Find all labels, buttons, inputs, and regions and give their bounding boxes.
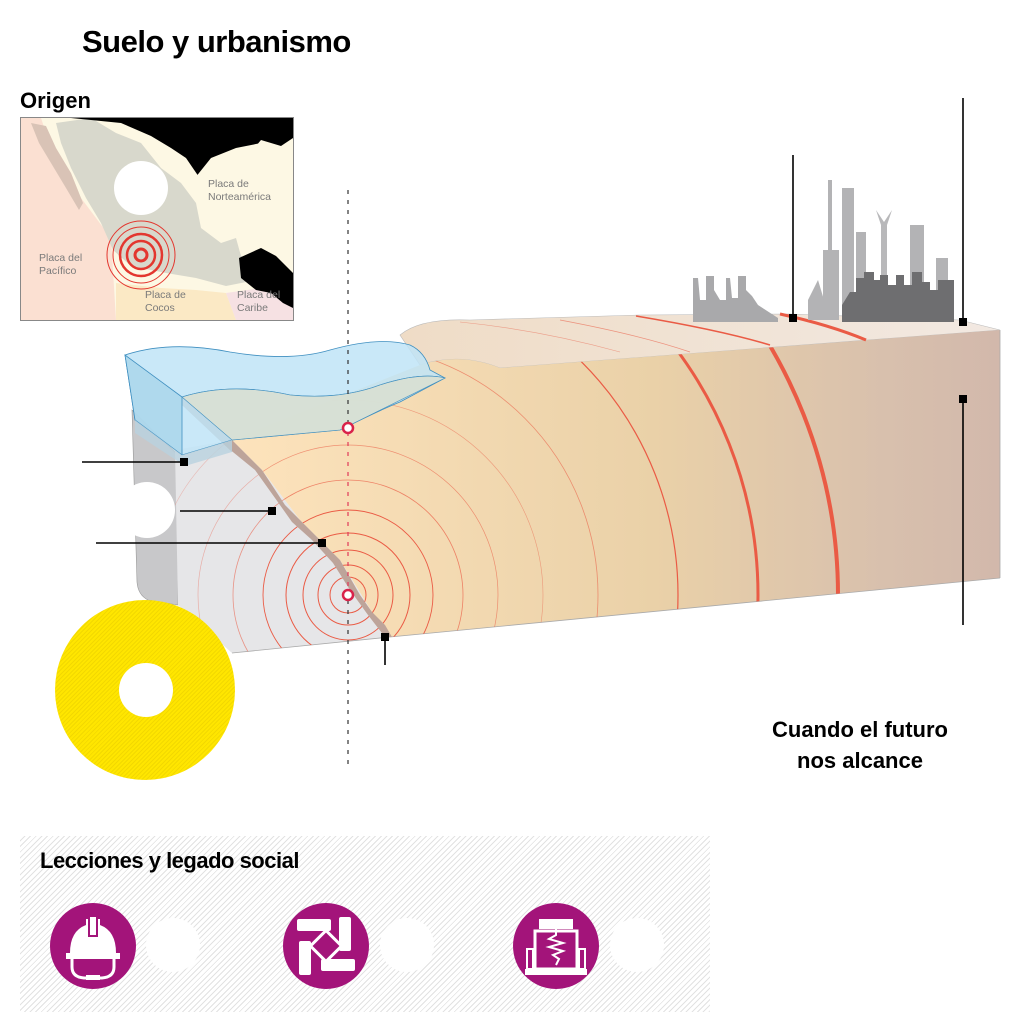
hypocenter-icon <box>341 588 355 602</box>
future-title: Cuando el futuro nos alcance <box>772 717 948 773</box>
lesson-item-joined-hands[interactable] <box>283 903 369 989</box>
plate-label-norteamerica: Placa de Norteamérica <box>208 178 272 203</box>
callout-marker-trench <box>381 633 389 641</box>
map-placeholder-circle <box>114 161 168 215</box>
low-rise-skyline-icon <box>693 276 778 322</box>
tectonic-map <box>21 118 293 320</box>
lessons-panel: Lecciones y legado social <box>20 836 710 1012</box>
angel-independencia-icon <box>876 210 892 320</box>
callout-marker-soil <box>959 395 967 403</box>
continental-soil-face <box>232 330 1000 637</box>
callout-marker-ocean-crust <box>180 458 188 466</box>
lesson-placeholder-2 <box>380 918 434 972</box>
surface-epicenter-icon <box>341 421 355 435</box>
plate-label-cocos: Placa de Cocos <box>145 289 186 314</box>
callouts <box>82 98 964 665</box>
dark-skyline-icon <box>842 272 954 322</box>
lesson-placeholder-1 <box>146 918 200 972</box>
lesson-item-hard-hat[interactable] <box>50 903 136 989</box>
gulf-area <box>191 143 289 243</box>
page-title: Suelo y urbanismo <box>82 24 351 59</box>
callout-marker-fault <box>268 507 276 515</box>
lesson-item-seismic-building[interactable] <box>513 903 599 989</box>
epicenter-rings-icon <box>106 220 176 290</box>
hard-hat-icon <box>66 917 120 980</box>
origin-map: Placa de Norteamérica Placa del Pacífico… <box>20 117 294 321</box>
yellow-ring-hole <box>119 663 173 717</box>
crust-placeholder-circle <box>119 482 175 538</box>
origin-title: Origen <box>20 88 91 113</box>
cross-section-diagram <box>82 98 1001 770</box>
lesson-placeholder-3 <box>610 918 664 972</box>
usa-territory <box>71 118 293 180</box>
seismic-building-icon <box>525 919 587 975</box>
baja-peninsula <box>31 123 83 210</box>
joined-hands-icon <box>297 917 355 975</box>
callout-markers <box>180 314 967 641</box>
plate-label-pacifico: Placa del Pacífico <box>39 252 83 277</box>
central-america-territory <box>239 248 293 308</box>
callout-marker-plate <box>318 539 326 547</box>
callout-marker-city-high <box>959 318 967 326</box>
plate-label-caribe: Placa del Caribe <box>237 289 281 314</box>
callout-marker-city-low <box>789 314 797 322</box>
pacific-plate-area <box>21 118 116 320</box>
cocos-plate-area <box>116 283 236 320</box>
oceanic-crust-face <box>175 440 390 653</box>
lessons-title: Lecciones y legado social <box>40 848 299 873</box>
